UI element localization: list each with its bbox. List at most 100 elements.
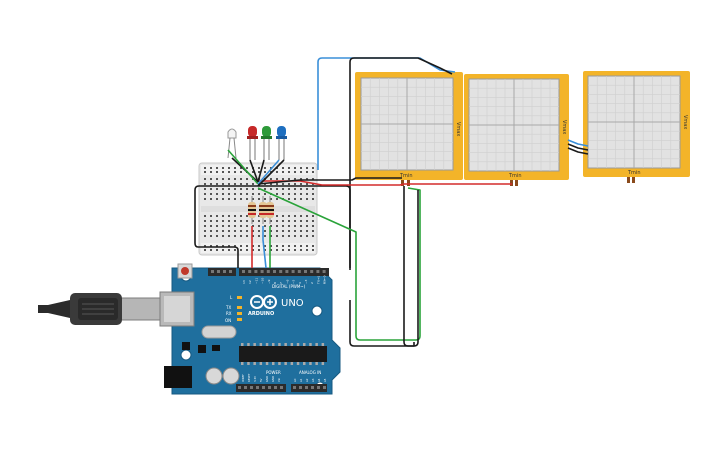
breadboard-hole[interactable] — [294, 167, 296, 169]
digital-pin[interactable] — [310, 270, 314, 273]
usb-cable[interactable] — [38, 293, 161, 325]
breadboard-hole[interactable] — [246, 188, 248, 190]
wire-black-top[interactable] — [349, 57, 453, 270]
breadboard-hole[interactable] — [270, 225, 272, 227]
power-pin[interactable] — [268, 386, 271, 389]
breadboard-hole[interactable] — [222, 215, 224, 217]
breadboard-hole[interactable] — [240, 245, 242, 247]
breadboard-hole[interactable] — [222, 188, 224, 190]
breadboard-hole[interactable] — [294, 188, 296, 190]
digital-pin[interactable] — [279, 270, 283, 273]
digital-pin[interactable] — [316, 270, 320, 273]
breadboard-hole[interactable] — [234, 235, 236, 237]
breadboard-hole[interactable] — [312, 167, 314, 169]
wire-led-red-leg[interactable] — [249, 159, 259, 183]
breadboard-hole[interactable] — [228, 225, 230, 227]
breadboard-hole[interactable] — [306, 235, 308, 237]
breadboard-hole[interactable] — [312, 188, 314, 190]
digital-pin[interactable] — [304, 270, 307, 273]
breadboard-hole[interactable] — [222, 230, 224, 232]
digital-pin[interactable] — [242, 270, 245, 273]
breadboard-hole[interactable] — [276, 215, 278, 217]
breadboard-hole[interactable] — [276, 245, 278, 247]
breadboard-hole[interactable] — [270, 249, 272, 251]
breadboard-hole[interactable] — [216, 215, 218, 217]
breadboard-hole[interactable] — [204, 171, 206, 173]
breadboard-hole[interactable] — [288, 220, 290, 222]
breadboard-hole[interactable] — [264, 193, 266, 195]
breadboard-hole[interactable] — [282, 188, 284, 190]
analog-pin[interactable] — [299, 386, 302, 389]
breadboard-hole[interactable] — [252, 193, 254, 195]
breadboard-hole[interactable] — [204, 235, 206, 237]
resistor-r1[interactable] — [248, 196, 256, 224]
breadboard-hole[interactable] — [246, 198, 248, 200]
breadboard-hole[interactable] — [210, 230, 212, 232]
breadboard-hole[interactable] — [306, 188, 308, 190]
breadboard-hole[interactable] — [246, 193, 248, 195]
breadboard-hole[interactable] — [252, 225, 254, 227]
breadboard-hole[interactable] — [288, 167, 290, 169]
breadboard-hole[interactable] — [216, 225, 218, 227]
breadboard-hole[interactable] — [276, 193, 278, 195]
power-pin[interactable] — [256, 386, 259, 389]
breadboard-hole[interactable] — [210, 193, 212, 195]
breadboard-hole[interactable] — [312, 235, 314, 237]
digital-pin[interactable] — [273, 270, 276, 273]
breadboard-hole[interactable] — [258, 171, 260, 173]
breadboard-hole[interactable] — [216, 249, 218, 251]
breadboard-hole[interactable] — [300, 183, 302, 185]
wire-led-white-green[interactable] — [227, 149, 259, 185]
breadboard-hole[interactable] — [258, 249, 260, 251]
breadboard-hole[interactable] — [222, 245, 224, 247]
digital-pin[interactable] — [254, 270, 258, 273]
breadboard-hole[interactable] — [210, 198, 212, 200]
breadboard-hole[interactable] — [234, 249, 236, 251]
breadboard-hole[interactable] — [258, 220, 260, 222]
breadboard-hole[interactable] — [228, 249, 230, 251]
breadboard-hole[interactable] — [288, 198, 290, 200]
sensor-2[interactable]: Vmax Tmin — [464, 74, 569, 186]
breadboard-hole[interactable] — [312, 215, 314, 217]
breadboard-hole[interactable] — [312, 171, 314, 173]
breadboard-hole[interactable] — [228, 245, 230, 247]
breadboard-hole[interactable] — [294, 230, 296, 232]
digital-pin[interactable] — [297, 270, 301, 273]
breadboard-hole[interactable] — [210, 167, 212, 169]
analog-pin[interactable] — [317, 386, 320, 389]
breadboard-hole[interactable] — [300, 198, 302, 200]
breadboard-hole[interactable] — [234, 183, 236, 185]
breadboard-hole[interactable] — [306, 178, 308, 180]
breadboard-hole[interactable] — [210, 249, 212, 251]
wire-black-sensor-link-2[interactable] — [567, 147, 589, 155]
breadboard-hole[interactable] — [234, 198, 236, 200]
breadboard-hole[interactable] — [240, 178, 242, 180]
breadboard-hole[interactable] — [204, 198, 206, 200]
breadboard-hole[interactable] — [204, 215, 206, 217]
breadboard-hole[interactable] — [246, 167, 248, 169]
breadboard-hole[interactable] — [246, 225, 248, 227]
breadboard-hole[interactable] — [306, 225, 308, 227]
breadboard-hole[interactable] — [246, 245, 248, 247]
breadboard-hole[interactable] — [288, 235, 290, 237]
breadboard-hole[interactable] — [264, 220, 266, 222]
breadboard-hole[interactable] — [216, 245, 218, 247]
breadboard-hole[interactable] — [222, 225, 224, 227]
breadboard-hole[interactable] — [294, 193, 296, 195]
breadboard-hole[interactable] — [234, 171, 236, 173]
dc-power-jack[interactable] — [164, 366, 192, 388]
breadboard-hole[interactable] — [264, 188, 266, 190]
wire-green-loop[interactable] — [257, 187, 421, 341]
breadboard-hole[interactable] — [240, 230, 242, 232]
breadboard-hole[interactable] — [246, 235, 248, 237]
power-pin[interactable] — [244, 386, 247, 389]
breadboard-hole[interactable] — [306, 245, 308, 247]
breadboard-hole[interactable] — [312, 245, 314, 247]
wire-led-green-leg[interactable] — [257, 159, 265, 183]
breadboard-hole[interactable] — [234, 193, 236, 195]
breadboard-hole[interactable] — [258, 235, 260, 237]
breadboard-hole[interactable] — [300, 249, 302, 251]
breadboard-hole[interactable] — [210, 225, 212, 227]
breadboard-hole[interactable] — [246, 215, 248, 217]
